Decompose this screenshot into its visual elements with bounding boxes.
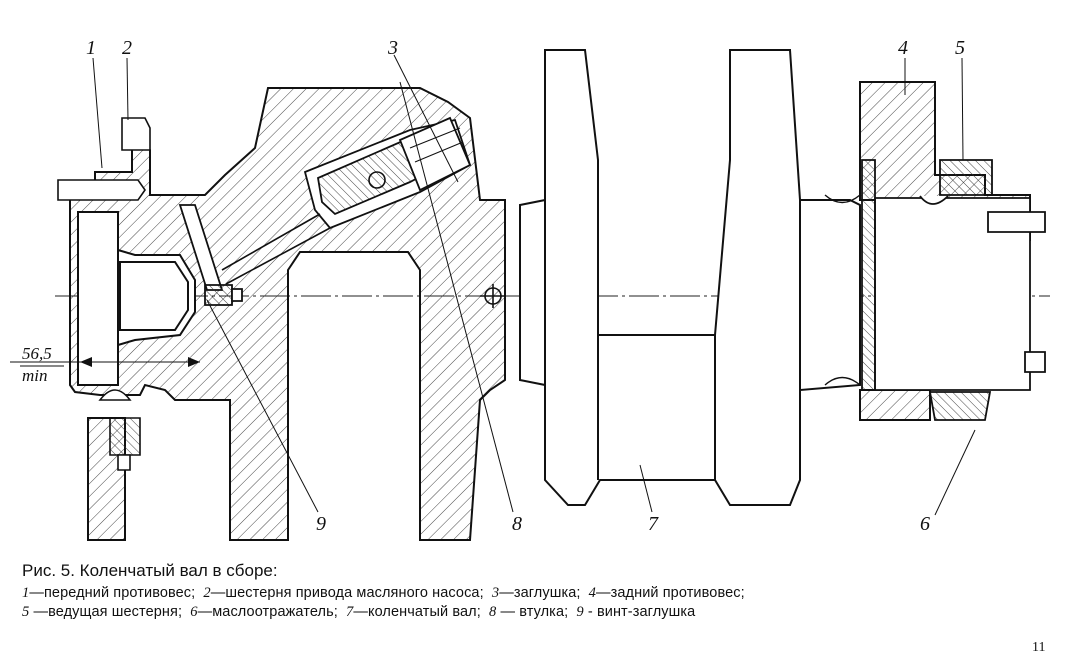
leader-lines [92, 54, 976, 516]
legend-item: 5 —ведущая шестерня; [22, 604, 183, 620]
dimension-value: 56,5 [22, 344, 52, 363]
caption-legend-line-1: 1—передний противовес; 2—шестерня привод… [22, 584, 1062, 603]
callout-8: 8 [512, 513, 522, 535]
callout-6: 6 [920, 513, 930, 535]
legend-item: 1—передний противовес; [22, 585, 196, 601]
callout-2: 2 [122, 37, 132, 59]
callout-5: 5 [955, 37, 965, 59]
caption-legend-line-2: 5 —ведущая шестерня; 6—маслоотражатель; … [22, 603, 1062, 622]
dimension-56-5: 56,5 min [10, 344, 200, 385]
callout-numbers: 1 2 3 4 5 6 7 8 9 [86, 37, 965, 535]
rear-gear-and-deflector [861, 159, 1046, 421]
callout-1: 1 [86, 37, 96, 59]
legend-item: 6—маслоотражатель; [190, 604, 338, 620]
crankshaft-middle [519, 49, 861, 506]
legend-item: 3—заглушка; [491, 585, 581, 601]
dimension-note: min [22, 366, 48, 385]
oil-channel [178, 204, 243, 306]
front-cavity [77, 211, 196, 386]
caption-title: Рис. 5. Коленчатый вал в сборе: [22, 561, 278, 580]
legend-item: 9 - винт-заглушка [576, 604, 696, 620]
callout-9: 9 [316, 513, 326, 535]
legend-item: 2—шестерня привода масляного насоса; [203, 585, 484, 601]
callout-3: 3 [387, 37, 398, 59]
crankshaft-assembly-drawing: 56,5 min 1 2 3 4 5 6 7 8 9 [10, 37, 1050, 541]
legend-item: 8 — втулка; [488, 604, 569, 620]
figure-caption: Рис. 5. Коленчатый вал в сборе: 1—передн… [22, 560, 1062, 622]
callout-4: 4 [898, 37, 908, 59]
front-bolts [57, 117, 151, 471]
page-number: 11 [1032, 640, 1046, 655]
legend-item: 7—коленчатый вал; [346, 604, 481, 620]
callout-7: 7 [648, 513, 659, 535]
legend-item: 4—задний противовес; [588, 585, 745, 601]
